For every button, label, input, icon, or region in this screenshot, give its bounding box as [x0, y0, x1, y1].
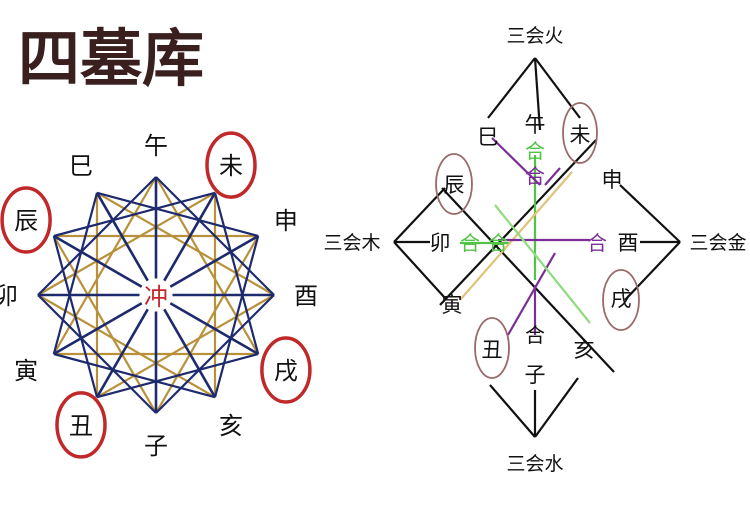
wheel-circle-marker — [205, 131, 257, 199]
wheel-opposition-line — [95, 192, 149, 282]
wheel-square-line — [37, 176, 157, 296]
wheel-branch-label: 卯 — [0, 282, 18, 310]
wheel-circle-marker — [0, 186, 52, 254]
he-label-left: 合 — [460, 231, 480, 255]
sanhui-diamond: 三会火 三会木 三会金 三会水 巳 午 未 辰 申 卯 酉 寅 戌 丑 亥 子 … — [323, 25, 746, 475]
wheel-opposition-line — [95, 308, 149, 398]
wheel-opposition-line — [169, 302, 259, 356]
wheel-opposition-line — [163, 308, 217, 398]
oval-wei — [562, 102, 598, 164]
group-fire-label: 三会火 — [506, 25, 563, 47]
diamond-branch-xu: 戌 — [611, 287, 632, 311]
wheel-branch-label: 戌 — [274, 357, 298, 385]
wheel-branch-label: 亥 — [219, 412, 243, 440]
group-metal-label: 三会金 — [689, 232, 746, 254]
wheel-square-line — [155, 294, 275, 414]
he-label-left-inner: 合 — [488, 231, 508, 255]
wheel-square-line — [52, 235, 99, 398]
wheel-square-line — [53, 191, 216, 238]
diamond-branch-shen: 申 — [602, 168, 623, 192]
diamond-ovals — [435, 102, 640, 379]
diamond-branch-hai: 亥 — [574, 338, 595, 362]
oval-chou — [474, 317, 510, 379]
wheel-opposition-line — [53, 234, 143, 288]
wheel-circle-marker — [260, 336, 312, 404]
wheel-square-line — [53, 352, 216, 399]
purple-lower-diagonal-line — [507, 252, 556, 336]
he-label-right: 合 — [587, 231, 607, 255]
wheel-branch-label: 申 — [274, 207, 298, 235]
wheel-branch-label: 丑 — [69, 412, 93, 440]
group-water-label: 三会水 — [506, 453, 563, 475]
diamond-branch-si: 巳 — [478, 125, 499, 149]
wheel-center-label: 冲 — [144, 283, 168, 311]
diamond-branch-zi: 子 — [525, 363, 546, 387]
diamond-branch-mao: 卯 — [430, 231, 451, 255]
wheel-branch-label: 午 — [144, 132, 168, 160]
oval-xu — [602, 269, 640, 331]
diamond-colored-lines — [459, 137, 591, 336]
diamond-branch-chou: 丑 — [482, 338, 503, 362]
wheel-opposition-line — [163, 192, 217, 282]
diamond-branch-you: 酉 — [618, 231, 639, 255]
wheel-circle-marker — [55, 391, 107, 459]
wheel-opposition-line — [169, 234, 259, 288]
wheel-branch-label: 子 — [144, 432, 168, 460]
he-label-bottom: 合 — [525, 323, 545, 347]
wheel-branch-label: 酉 — [294, 282, 318, 310]
wheel-square-line — [213, 235, 260, 398]
wheel-lines — [37, 176, 275, 414]
he-label-top-purple: 合 — [525, 164, 545, 188]
wheel-branch-label: 未 — [219, 152, 243, 180]
purple-upper-link-line — [544, 167, 561, 186]
wheel-square-line — [213, 192, 260, 355]
diamond-branch-wu: 午 — [525, 113, 546, 137]
he-label-top: 合 — [525, 139, 545, 163]
wheel-branch-label: 辰 — [14, 207, 38, 235]
wheel-branch-label: 巳 — [69, 152, 93, 180]
tan-diagonal-line — [459, 171, 573, 301]
diamond-branch-yin: 寅 — [442, 293, 463, 317]
wheel-square-line — [155, 176, 275, 296]
wheel-square-line — [52, 192, 99, 355]
oval-chen — [435, 153, 473, 215]
wheel-ovals — [0, 131, 312, 459]
wheel-square-line — [96, 191, 259, 238]
page-title: 四墓库 — [18, 22, 204, 95]
diamond-frame — [393, 57, 681, 438]
wheel-opposition-line — [53, 302, 143, 356]
wheel-square-line — [37, 294, 157, 414]
diamond-branch-wei: 未 — [570, 123, 591, 147]
diamond-branch-chen: 辰 — [444, 173, 465, 197]
lightgreen-diagonal-line — [494, 204, 591, 324]
wheel-branch-label: 寅 — [14, 357, 38, 385]
group-wood-label: 三会木 — [323, 232, 380, 254]
purple-upper-diagonal-line — [491, 137, 541, 186]
wheel-square-line — [96, 352, 259, 399]
